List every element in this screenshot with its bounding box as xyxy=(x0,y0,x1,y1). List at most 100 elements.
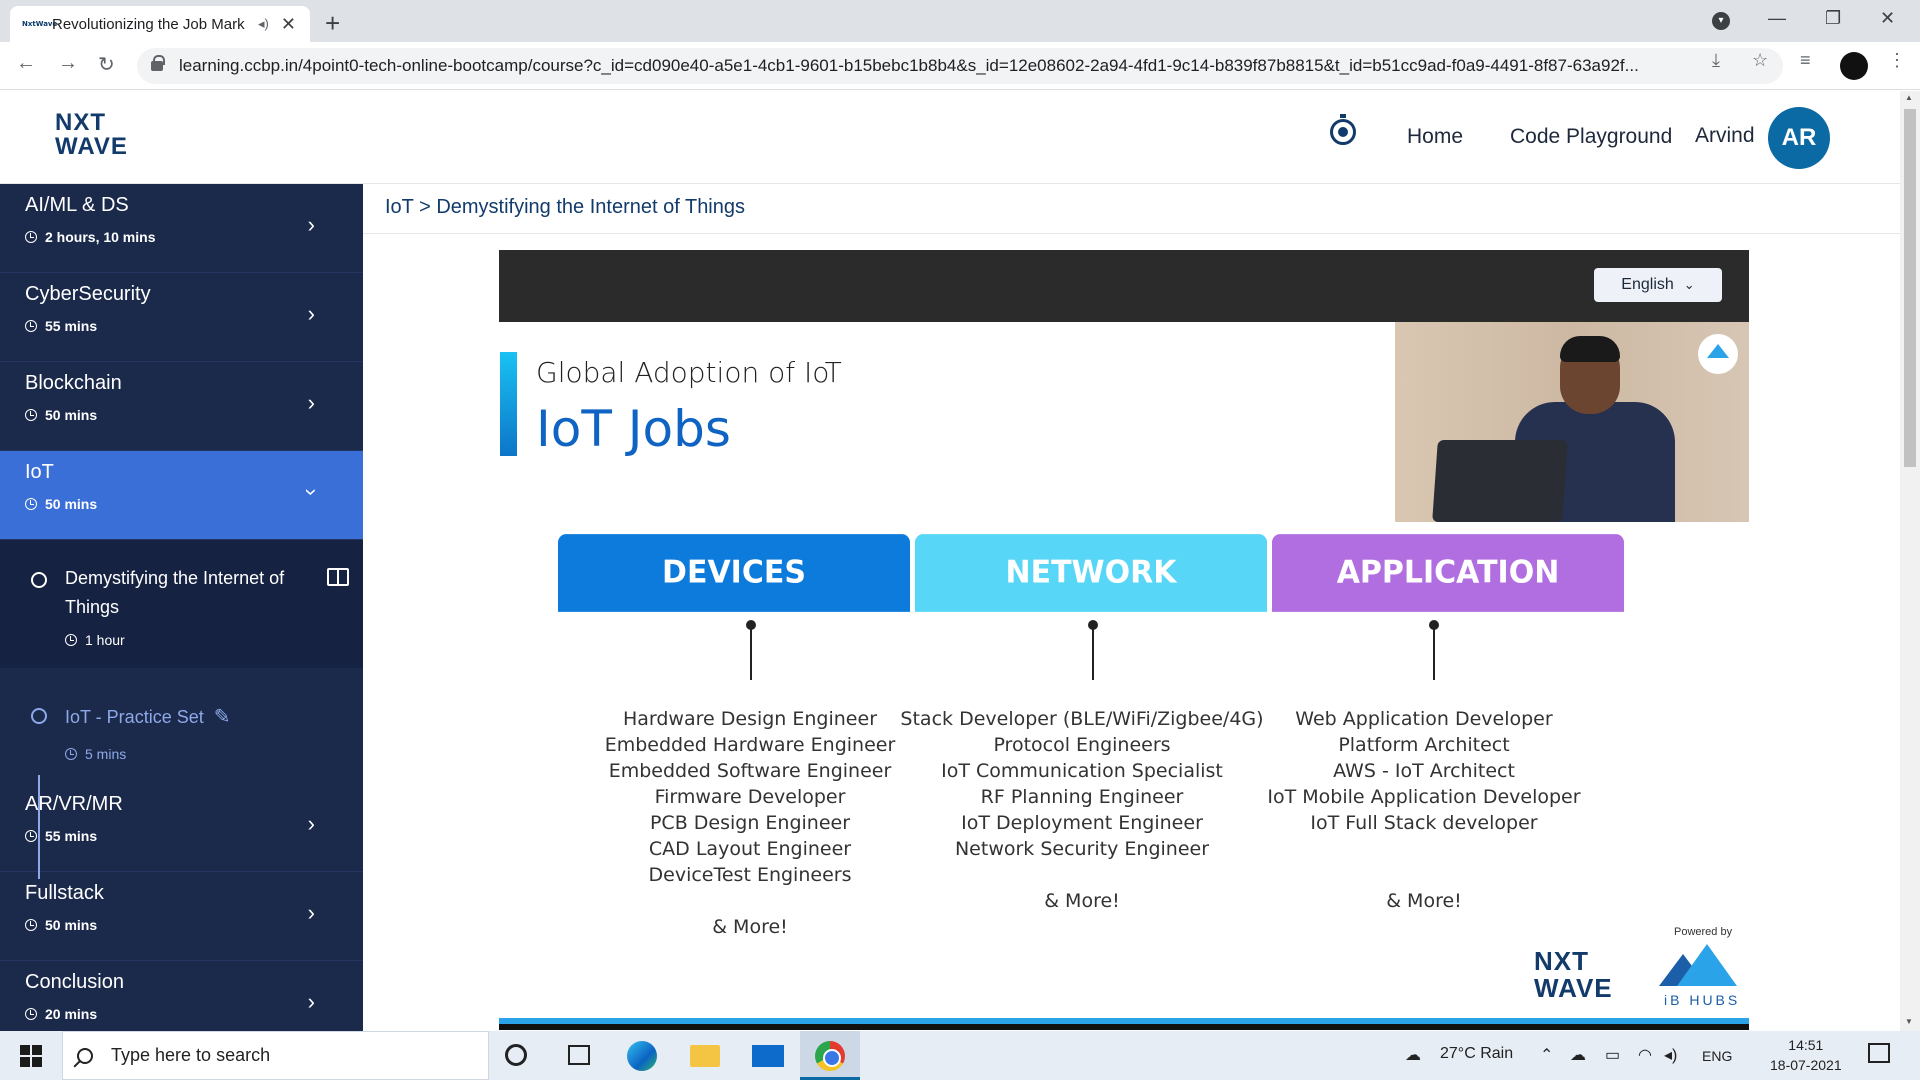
back-icon[interactable]: ← xyxy=(16,52,36,74)
browser-tab[interactable]: NxtWave Revolutionizing the Job Mark ◂) … xyxy=(10,6,310,42)
lesson-duration: 1 hour xyxy=(65,632,363,648)
nav-code-playground[interactable]: Code Playground xyxy=(1510,125,1673,148)
battery-icon[interactable]: ▭ xyxy=(1605,1047,1621,1064)
favicon: NxtWave xyxy=(22,20,58,28)
module-duration: 50 mins xyxy=(25,407,363,423)
restore-icon[interactable]: ❐ xyxy=(1825,8,1842,28)
clock-time: 14:51 xyxy=(1788,1037,1824,1053)
notification-icon[interactable] xyxy=(1868,1043,1890,1063)
module-item-arvrmr[interactable]: AR/VR/MR 55 mins › xyxy=(0,783,363,872)
weather-text[interactable]: 27°C Rain xyxy=(1440,1045,1514,1062)
module-name: Blockchain xyxy=(25,372,122,394)
module-duration: 55 mins xyxy=(25,828,363,844)
connector-pin xyxy=(746,620,756,680)
module-item-blockchain[interactable]: Blockchain 50 mins › xyxy=(0,362,363,451)
search-placeholder: Type here to search xyxy=(111,1045,271,1065)
tab-search-icon[interactable]: ▾ xyxy=(1712,12,1730,30)
chevron-right-icon[interactable]: › xyxy=(307,390,315,415)
wifi-icon[interactable]: ◠ xyxy=(1638,1047,1652,1064)
module-item-fullstack[interactable]: Fullstack 50 mins › xyxy=(0,872,363,961)
chevron-right-icon[interactable]: › xyxy=(307,811,315,836)
mail-icon[interactable] xyxy=(752,1045,784,1067)
nav-home[interactable]: Home xyxy=(1407,125,1464,148)
duration-text: 5 mins xyxy=(85,746,127,762)
volume-icon[interactable]: ◂) xyxy=(1664,1047,1678,1064)
module-item-conclusion[interactable]: Conclusion 20 mins › xyxy=(0,961,363,1031)
chevron-down-icon: ⌄ xyxy=(1683,277,1695,292)
tray-chevron-icon[interactable]: ⌃ xyxy=(1540,1047,1554,1064)
window-close-icon[interactable]: ✕ xyxy=(1880,8,1896,28)
file-explorer-icon[interactable] xyxy=(690,1045,720,1067)
bookmark-star-icon[interactable]: ☆ xyxy=(1752,50,1769,70)
lesson-status-icon xyxy=(31,708,47,724)
minimize-icon[interactable]: — xyxy=(1768,8,1786,28)
module-name: Fullstack xyxy=(25,882,104,904)
job-item: IoT Mobile Application Developer xyxy=(1267,786,1581,808)
scroll-thumb[interactable] xyxy=(1904,109,1916,467)
language-select[interactable]: English ⌄ xyxy=(1594,268,1722,302)
chevron-right-icon[interactable]: › xyxy=(307,212,315,237)
job-item: PCB Design Engineer xyxy=(649,812,851,834)
reload-icon[interactable]: ↻ xyxy=(98,54,115,76)
weather-icon[interactable]: ☁ xyxy=(1405,1047,1421,1064)
logo-line-1: NXT xyxy=(1534,946,1589,976)
url-text[interactable]: learning.ccbp.in/4point0-tech-online-boo… xyxy=(179,56,1639,75)
lesson-name: Demystifying the Internet of Things xyxy=(65,568,285,617)
speaker-icon[interactable]: ◂) xyxy=(258,16,269,31)
media-control-icon[interactable]: ≡ xyxy=(1800,50,1811,70)
scroll-up-icon[interactable]: ▲ xyxy=(1905,93,1913,102)
stopwatch-icon[interactable] xyxy=(1330,114,1356,145)
job-item: IoT Deployment Engineer xyxy=(961,812,1203,834)
onedrive-icon[interactable]: ☁ xyxy=(1570,1047,1586,1064)
more-text: & More! xyxy=(712,916,788,938)
video-progress-bar[interactable] xyxy=(499,1018,1749,1024)
presenter-hair xyxy=(1560,336,1620,362)
ibhubs-logo-icon xyxy=(1659,944,1739,1004)
slide-title: IoT Jobs xyxy=(536,400,731,458)
ibhubs-logo-text: iB HUBS xyxy=(1664,992,1741,1008)
profile-avatar[interactable] xyxy=(1840,52,1868,80)
task-view-icon[interactable] xyxy=(568,1045,590,1065)
user-name[interactable]: Arvind xyxy=(1695,124,1755,147)
chrome-icon[interactable] xyxy=(815,1041,845,1071)
logo-line-2: WAVE xyxy=(55,133,128,160)
job-item: Hardware Design Engineer xyxy=(622,708,878,730)
lesson-list: Demystifying the Internet of Things 1 ho… xyxy=(0,540,363,783)
language-value: English xyxy=(1621,276,1674,293)
scroll-down-icon[interactable]: ▼ xyxy=(1905,1017,1913,1026)
forward-icon[interactable]: → xyxy=(58,52,78,74)
column-header-application: APPLICATION xyxy=(1272,534,1624,612)
new-tab-button[interactable]: + xyxy=(325,8,341,38)
chevron-right-icon[interactable]: › xyxy=(307,989,315,1014)
lock-icon[interactable] xyxy=(151,55,165,71)
omnibox[interactable]: learning.ccbp.in/4point0-tech-online-boo… xyxy=(137,48,1783,84)
user-avatar[interactable]: AR xyxy=(1768,107,1830,169)
clock-icon xyxy=(25,919,37,931)
chevron-right-icon[interactable]: › xyxy=(307,900,315,925)
page-scrollbar[interactable]: ▲ ▼ xyxy=(1900,91,1920,1031)
module-duration: 20 mins xyxy=(25,1006,363,1022)
menu-icon[interactable]: ⋮ xyxy=(1888,50,1906,70)
more-text: & More! xyxy=(1044,890,1120,912)
module-item-aiml[interactable]: AI/ML & DS 2 hours, 10 mins › xyxy=(0,184,363,273)
chevron-right-icon[interactable]: › xyxy=(307,301,315,326)
module-item-cybersecurity[interactable]: CyberSecurity 55 mins › xyxy=(0,273,363,362)
windows-start-icon[interactable] xyxy=(20,1045,42,1067)
course-sidebar: AI/ML & DS 2 hours, 10 mins › CyberSecur… xyxy=(0,184,363,1031)
chevron-down-icon[interactable]: › xyxy=(299,488,325,496)
lesson-item-demystifying[interactable]: Demystifying the Internet of Things 1 ho… xyxy=(0,540,363,668)
edge-icon[interactable] xyxy=(627,1041,657,1071)
install-icon[interactable]: ⤓ xyxy=(1712,50,1720,70)
module-item-iot[interactable]: IoT 50 mins › xyxy=(0,451,363,540)
module-name: CyberSecurity xyxy=(25,283,151,305)
cortana-icon[interactable] xyxy=(505,1044,527,1066)
logo-line-2: WAVE xyxy=(1534,973,1613,1003)
lesson-item-practice-set[interactable]: IoT - Practice Set✎ 5 mins xyxy=(0,668,363,783)
system-clock[interactable]: 14:51 18-07-2021 xyxy=(1770,1035,1842,1075)
taskbar-search-input[interactable]: Type here to search xyxy=(62,1031,489,1080)
laptop-image xyxy=(1432,440,1568,522)
video-player[interactable]: English ⌄ Global Adoption of IoT IoT Job… xyxy=(499,250,1749,1030)
language-indicator[interactable]: ENG xyxy=(1702,1048,1733,1064)
nxtwave-logo[interactable]: NXT WAVE xyxy=(55,111,128,159)
close-tab-icon[interactable]: ✕ xyxy=(280,13,296,34)
